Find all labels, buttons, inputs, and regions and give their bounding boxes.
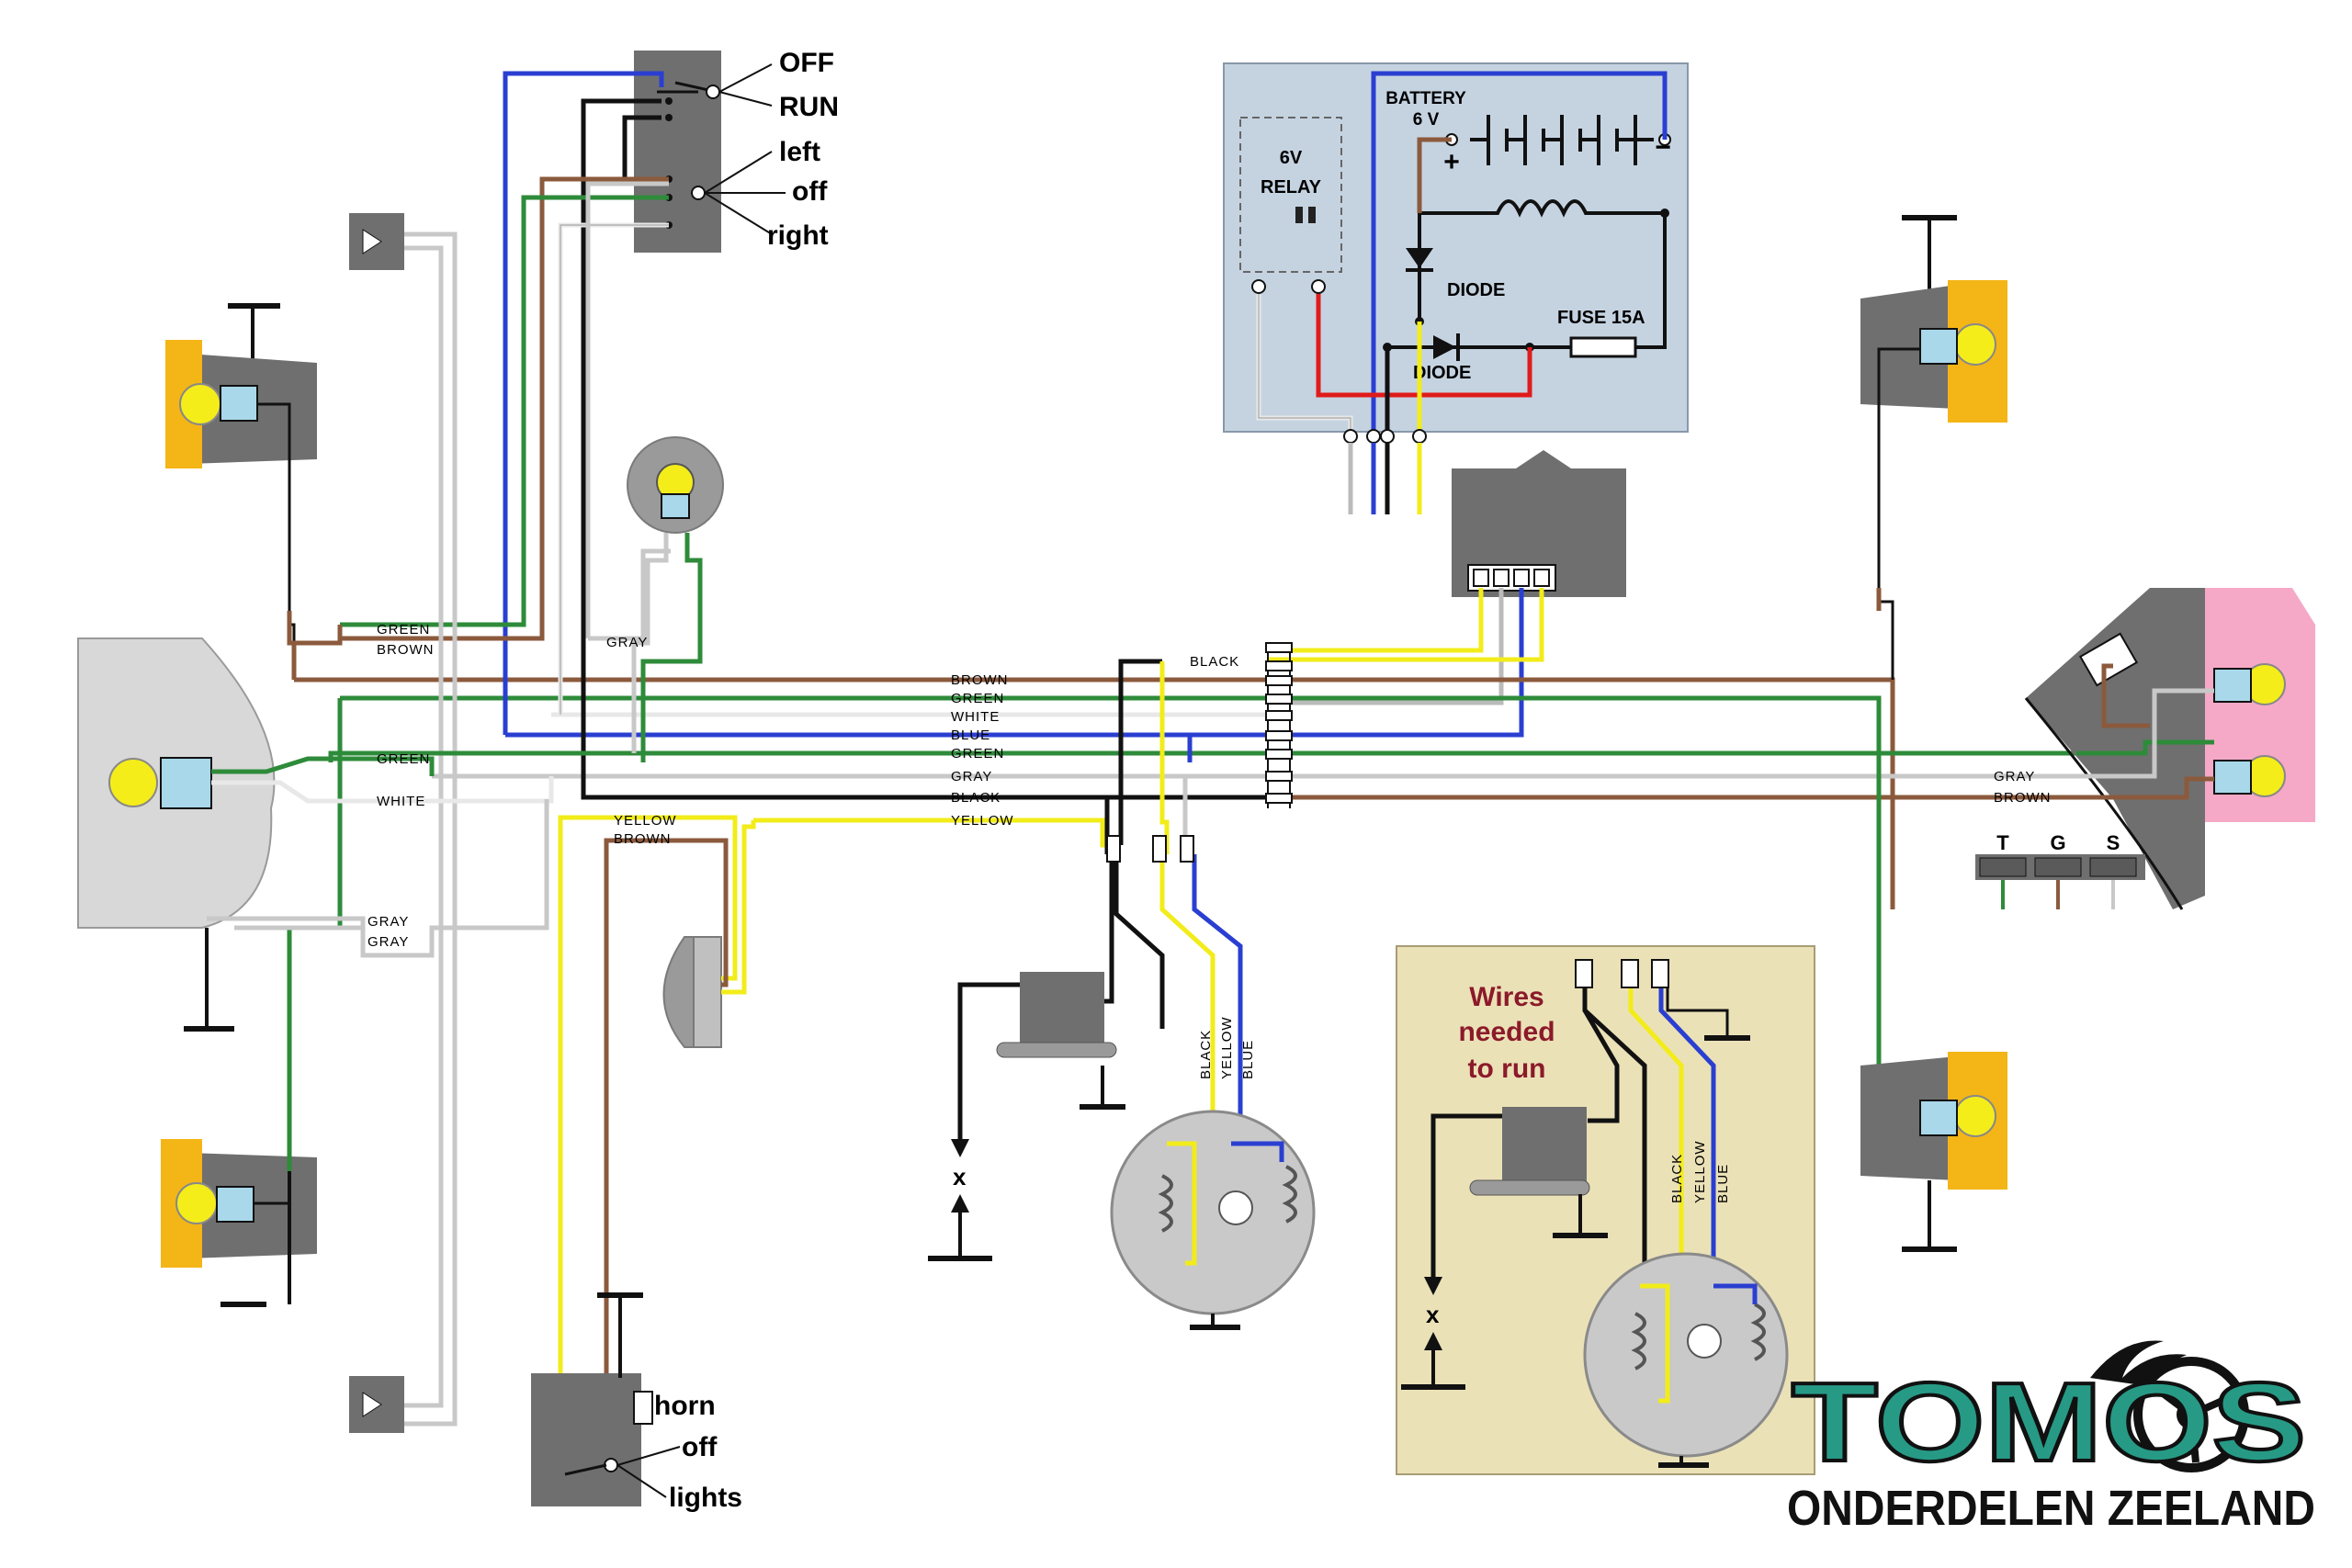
horn-switch-off-label: off xyxy=(682,1432,718,1462)
tgs-connector xyxy=(1975,854,2145,909)
logo-wheel-icon xyxy=(2133,1357,2249,1472)
tail-label-gray: GRAY xyxy=(1994,769,2035,784)
relay-label: RELAY xyxy=(1261,177,1322,197)
wire-label-white: WHITE xyxy=(951,709,1000,725)
turn-switch-off-label: off xyxy=(792,176,828,207)
fuse-symbol xyxy=(1569,336,1637,358)
logo-subtitle: ONDERDELEN ZEELAND xyxy=(1787,1481,2315,1536)
tomos-logo: TOMOS ONDERDELEN ZEELAND xyxy=(1787,1340,2315,1536)
horn-light-switch xyxy=(531,1292,681,1506)
ignition-coil xyxy=(928,972,1125,1261)
headlight xyxy=(77,637,276,1032)
wire-label-left-brown-1: BROWN xyxy=(377,642,435,658)
rear-left-indicator xyxy=(161,1139,317,1307)
logo-brand: TOMOS xyxy=(1792,1359,2306,1484)
inset-x-label: x xyxy=(1426,1301,1440,1328)
wire-label-blue: BLUE xyxy=(951,728,990,743)
relay-box xyxy=(1239,117,1342,273)
battery-cells xyxy=(1470,115,1654,165)
pilot-switch-bottom xyxy=(349,1376,404,1433)
tgs-label-s: S xyxy=(2107,831,2120,854)
horn-switch-horn-label: horn xyxy=(654,1391,716,1421)
wire-label-green-2: GREEN xyxy=(951,746,1004,761)
wire-label-left-green-1: GREEN xyxy=(377,622,430,637)
diode-2-label: DIODE xyxy=(1413,363,1471,383)
diode-1-symbol xyxy=(1406,248,1433,268)
battery-voltage-label: 6 V xyxy=(1413,110,1440,130)
wire-label-gray: GRAY xyxy=(951,769,992,784)
fuse-label: FUSE 15A xyxy=(1557,308,1645,328)
diode-2-symbol xyxy=(1433,335,1456,359)
wire-label-left-white-1: WHITE xyxy=(377,794,425,809)
wire-label-horn-brown: BROWN xyxy=(614,831,672,847)
wire-label-left-gray-1: GRAY xyxy=(368,914,409,930)
turn-switch-right-label: right xyxy=(767,220,829,251)
battery-plus-sign: + xyxy=(1443,147,1460,177)
front-right-indicator xyxy=(1860,215,2007,423)
main-harness xyxy=(294,643,2076,1123)
tgs-label-t: T xyxy=(1996,831,2009,854)
mag-label-black: BLACK xyxy=(1198,1030,1214,1079)
regulator-box xyxy=(1452,450,1626,597)
horn-switch-lights-label: lights xyxy=(669,1483,742,1513)
tgs-label-g: G xyxy=(2050,831,2065,854)
inset-mag-label-blue: BLUE xyxy=(1715,1164,1731,1203)
kill-switch-run-label: RUN xyxy=(779,92,839,122)
handlebar-switch-top xyxy=(634,51,786,253)
inset-label-line-1: Wires xyxy=(1469,982,1544,1012)
wire-label-brown: BROWN xyxy=(951,672,1009,688)
speedometer-bulb xyxy=(627,436,724,534)
mag-label-blue: BLUE xyxy=(1240,1040,1256,1079)
front-left-indicator xyxy=(165,303,317,468)
diode-1-label: DIODE xyxy=(1447,280,1505,300)
charging-coil xyxy=(1419,199,1665,218)
magneto-stator xyxy=(1110,1110,1316,1330)
electrical-panel: 6V RELAY BATTERY 6 V + − DIODE xyxy=(1223,62,1689,514)
inset-mag-label-black: BLACK xyxy=(1669,1154,1685,1203)
rear-right-indicator xyxy=(1860,1052,2007,1252)
inset-label-line-2: needed xyxy=(1458,1017,1555,1047)
wire-label-left-gray-2: GRAY xyxy=(368,934,409,950)
kill-switch-off-label: OFF xyxy=(779,48,834,78)
wire-label-black: BLACK xyxy=(951,790,1001,806)
turn-switch-left-label: left xyxy=(779,137,820,167)
logo-flames-icon xyxy=(2090,1340,2187,1387)
wire-label-left-green-2: GREEN xyxy=(377,751,430,767)
tail-label-brown: BROWN xyxy=(1994,790,2052,806)
pilot-switch-top xyxy=(349,213,404,270)
horn xyxy=(662,936,722,1048)
ignition-connectors xyxy=(1106,835,1194,863)
battery-label: BATTERY xyxy=(1385,89,1466,108)
connector-block xyxy=(1265,642,1293,804)
wire-label-horn-yellow: YELLOW xyxy=(614,813,677,829)
relay-voltage-label: 6V xyxy=(1280,148,1303,168)
wire-label-black-top: BLACK xyxy=(1190,654,1239,670)
mag-label-yellow: YELLOW xyxy=(1219,1016,1235,1079)
inset-mag-label-yellow: YELLOW xyxy=(1692,1140,1708,1203)
wire-label-bulb-gray: GRAY xyxy=(606,635,648,650)
tail-light xyxy=(2024,588,2315,910)
inset-label-line-3: to run xyxy=(1468,1054,1546,1084)
wire-label-green: GREEN xyxy=(951,691,1004,706)
ignition-x-label: x xyxy=(953,1163,967,1190)
wires-needed-inset xyxy=(1396,945,1815,1475)
wire-label-yellow: YELLOW xyxy=(951,813,1014,829)
